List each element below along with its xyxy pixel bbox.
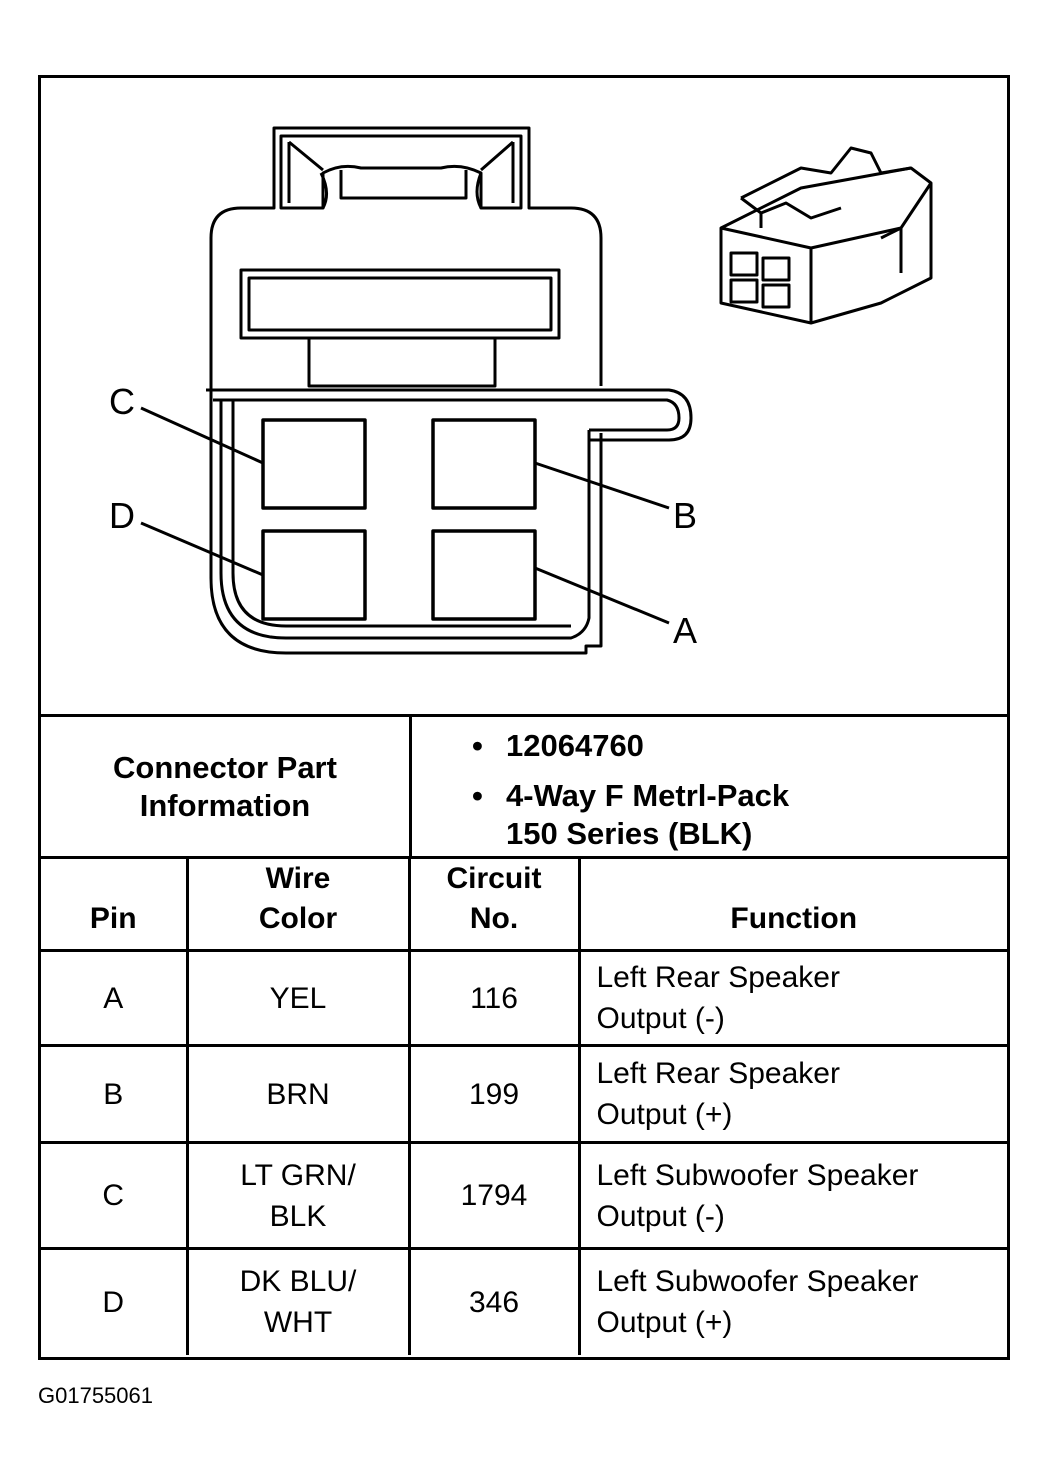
- connector-iso-icon: [719, 146, 933, 325]
- wire-color-cell: LT GRN/BLK: [185, 1141, 411, 1250]
- wire-color-cell: BRN: [185, 1044, 411, 1144]
- connector-part-info: Connector Part Information • 12064760 • …: [41, 714, 1007, 859]
- table-header-row: Pin Wire Color Circuit No. Function: [41, 859, 1007, 952]
- pin-cell: C: [41, 1141, 189, 1250]
- figure-code: G01755061: [38, 1383, 153, 1408]
- table-row: C LT GRN/BLK 1794 Left Subwoofer Speaker…: [41, 1141, 1007, 1250]
- pin-cell: D: [41, 1247, 189, 1355]
- pin-label-a: A: [673, 610, 698, 651]
- part-number: 12064760: [506, 728, 644, 763]
- pin-label-c: C: [109, 381, 135, 422]
- circuit-cell: 116: [407, 949, 581, 1047]
- header-function: Function: [577, 859, 1007, 952]
- header-wire-color: Wire Color: [185, 859, 411, 952]
- connector-info-label: Connector Part Information: [41, 717, 412, 856]
- pin-cell: A: [41, 949, 189, 1047]
- info-label-line1: Connector Part: [113, 749, 337, 785]
- bullet-description: •: [472, 778, 483, 813]
- pin-label-b: B: [673, 495, 698, 536]
- connector-sheet: C D B A Connector Part Information • 120…: [38, 75, 1010, 1360]
- pin-label-d: D: [109, 495, 135, 536]
- connector-description-line1: 4-Way F Metrl-Pack: [506, 778, 790, 813]
- bullet-part-number: •: [472, 728, 483, 763]
- wire-color-cell: YEL: [185, 949, 411, 1047]
- connector-face-drawing: [140, 126, 933, 655]
- info-label-line2: Information: [139, 787, 311, 823]
- circuit-cell: 199: [407, 1044, 581, 1144]
- wire-color-cell: DK BLU/WHT: [185, 1247, 411, 1355]
- header-circuit: Circuit No.: [407, 859, 581, 952]
- connector-description-line2: 150 Series (BLK): [506, 816, 753, 851]
- pinout-table: Pin Wire Color Circuit No. Function A YE…: [41, 859, 1007, 1355]
- connector-diagram: C D B A: [41, 78, 1007, 714]
- header-pin: Pin: [41, 859, 189, 952]
- pin-cell: B: [41, 1044, 189, 1144]
- connector-info-details: • 12064760 • 4-Way F Metrl-Pack 150 Seri…: [412, 717, 1007, 856]
- circuit-cell: 1794: [407, 1141, 581, 1250]
- circuit-cell: 346: [407, 1247, 581, 1355]
